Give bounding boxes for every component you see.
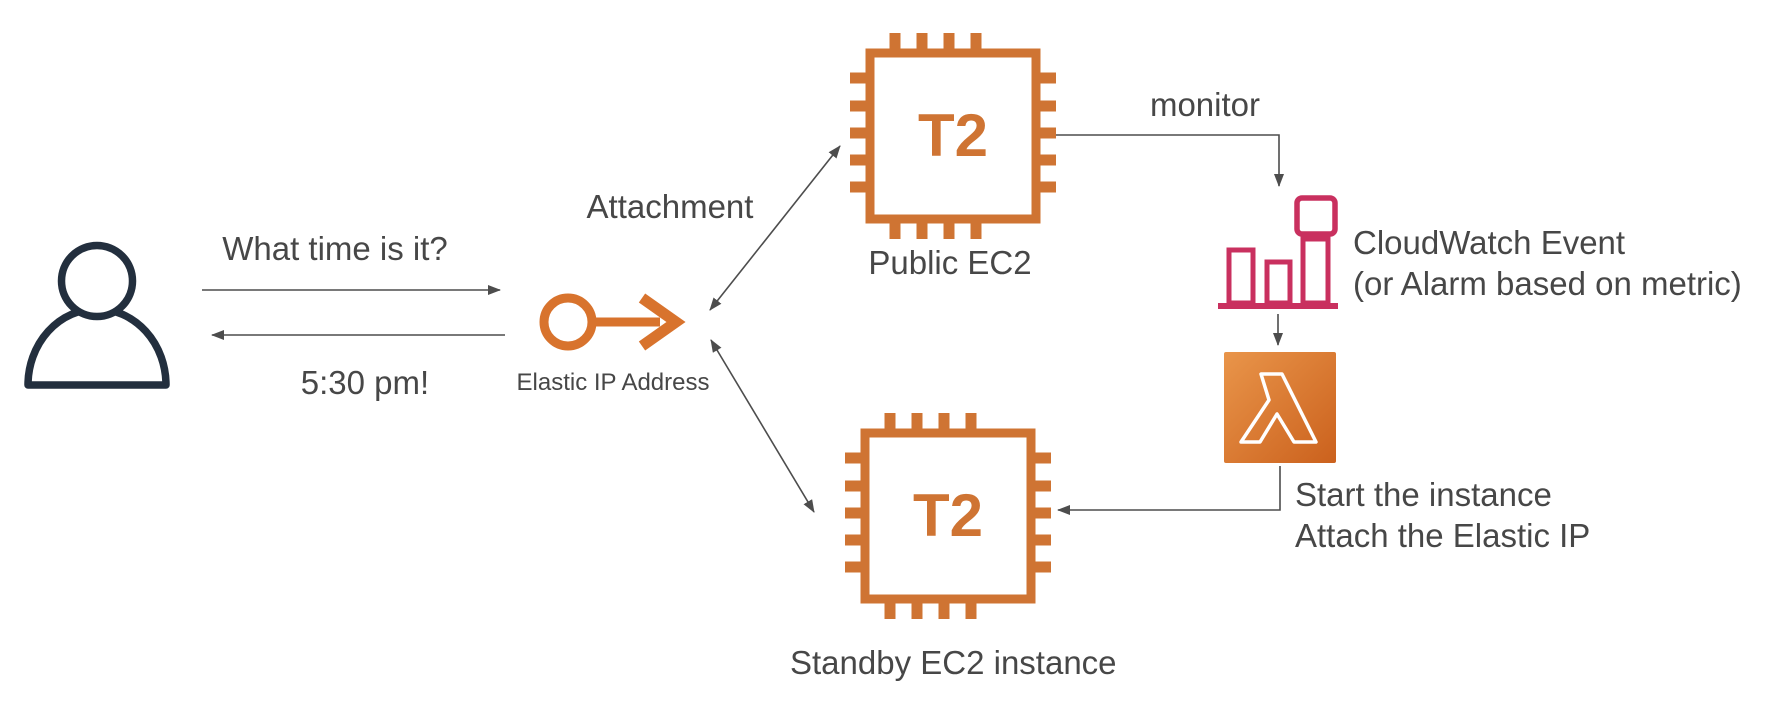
arrow-lambda-to-standby (1057, 466, 1281, 515)
person-icon (24, 241, 170, 389)
lambda-glyph (1239, 372, 1318, 444)
arrow-monitor (1056, 134, 1284, 187)
lambda-action-label: Start the instance Attach the Elastic IP (1295, 474, 1590, 556)
cloudwatch-icon (1218, 195, 1338, 309)
public-ec2-chip-icon: T2 (850, 33, 1056, 239)
arrow-attachment-public (709, 145, 841, 311)
attachment-label: Attachment (586, 188, 754, 225)
public-ec2-label: Public EC2 (868, 244, 1032, 281)
lambda-action-line2: Attach the Elastic IP (1295, 517, 1591, 554)
question-label: What time is it? (222, 230, 448, 267)
monitor-label: monitor (1149, 86, 1261, 123)
cloudwatch-label-line2: (or Alarm based on metric) (1353, 265, 1742, 302)
lambda-action-line1: Start the instance (1295, 476, 1552, 513)
answer-label: 5:30 pm! (300, 364, 430, 401)
lambda-icon (1224, 352, 1336, 463)
elastic-ip-label: Elastic IP Address (516, 369, 710, 396)
standby-ec2-chip-text: T2 (913, 482, 983, 549)
arrow-attachment-standby (710, 339, 815, 513)
elastic-ip-icon (539, 293, 686, 351)
public-ec2-chip-text: T2 (918, 102, 988, 169)
standby-ec2-chip-icon: T2 (845, 413, 1051, 619)
cloudwatch-label-line1: CloudWatch Event (1353, 224, 1626, 261)
standby-ec2-label: Standby EC2 instance (790, 644, 1117, 681)
cloudwatch-label: CloudWatch Event (or Alarm based on metr… (1353, 222, 1742, 304)
